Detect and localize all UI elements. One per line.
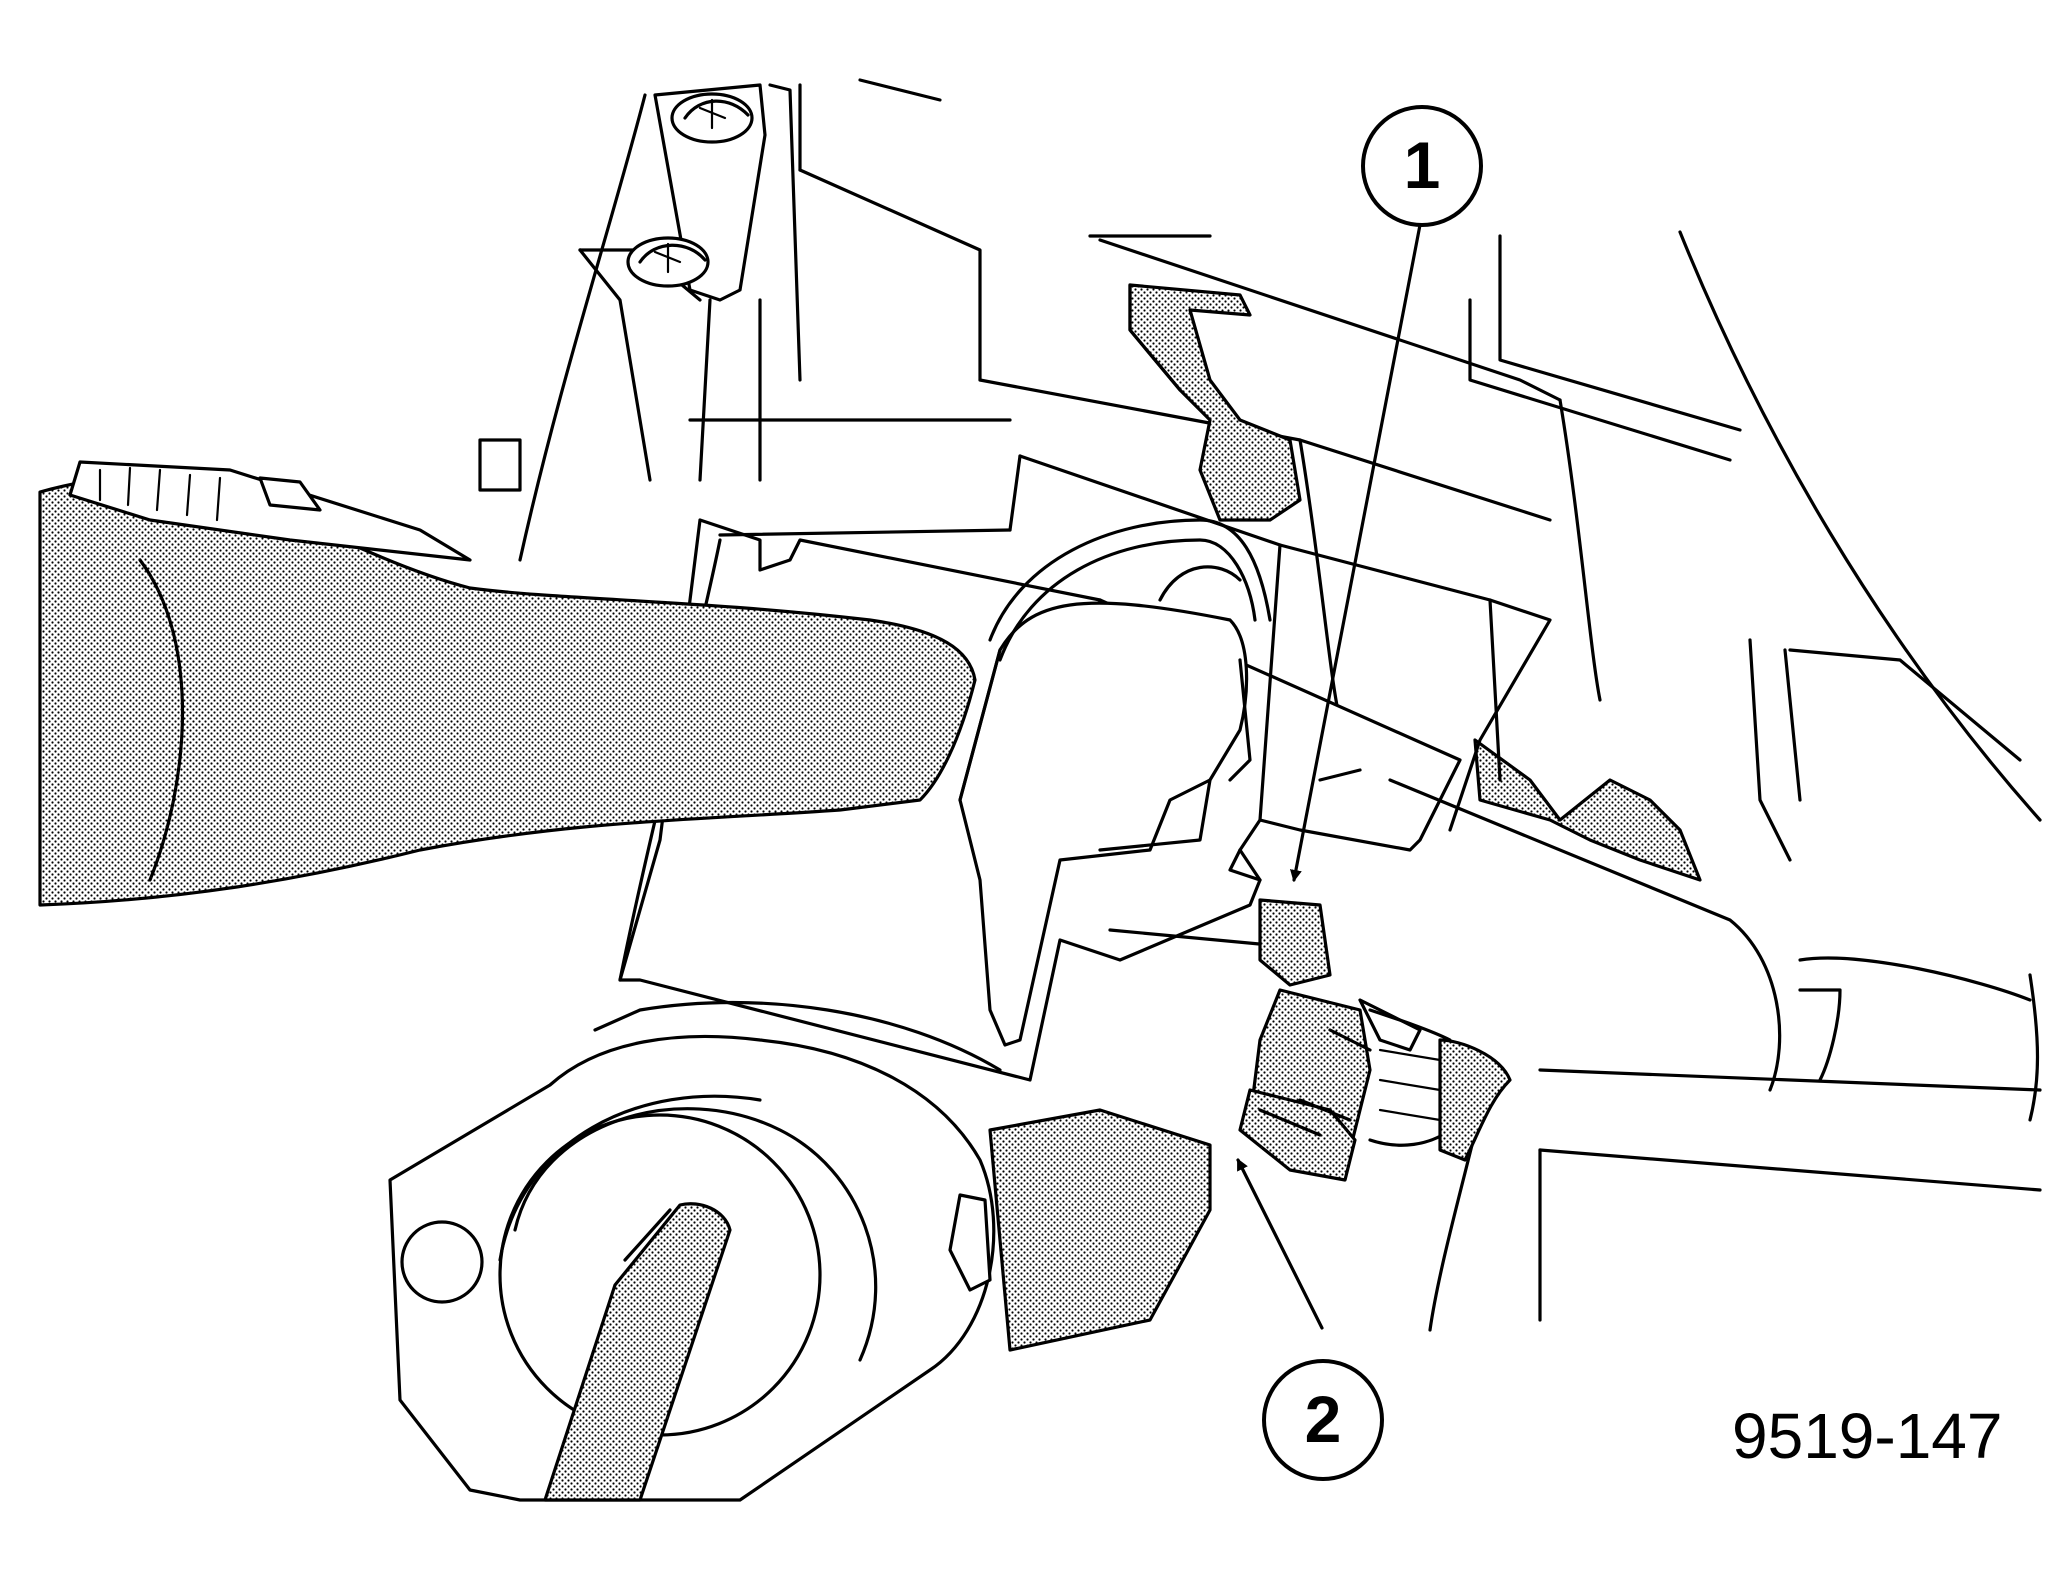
column-shroud — [38, 438, 977, 907]
shaded-brackets — [1473, 738, 1702, 882]
leader-lines — [1236, 223, 1422, 1330]
screw-upper — [670, 92, 754, 144]
ignition-key — [543, 1202, 732, 1502]
stalk-housing — [958, 518, 1272, 1047]
callout-2: 2 — [1262, 1359, 1384, 1481]
column-bracket — [518, 78, 1602, 722]
upper-wiring-clip — [1128, 283, 1302, 522]
figure-id-label: 9519-147 — [1732, 1400, 2002, 1472]
callout-1-label: 1 — [1404, 128, 1441, 202]
lower-shaded-panel — [988, 1108, 1212, 1352]
leader-arrow-1 — [1289, 223, 1422, 882]
screw-lower — [626, 236, 710, 288]
callout-2-label: 2 — [1305, 1382, 1342, 1456]
ignition-switch-connector — [1238, 898, 1512, 1182]
callout-1: 1 — [1361, 105, 1483, 227]
leader-arrow-2 — [1236, 1158, 1324, 1330]
